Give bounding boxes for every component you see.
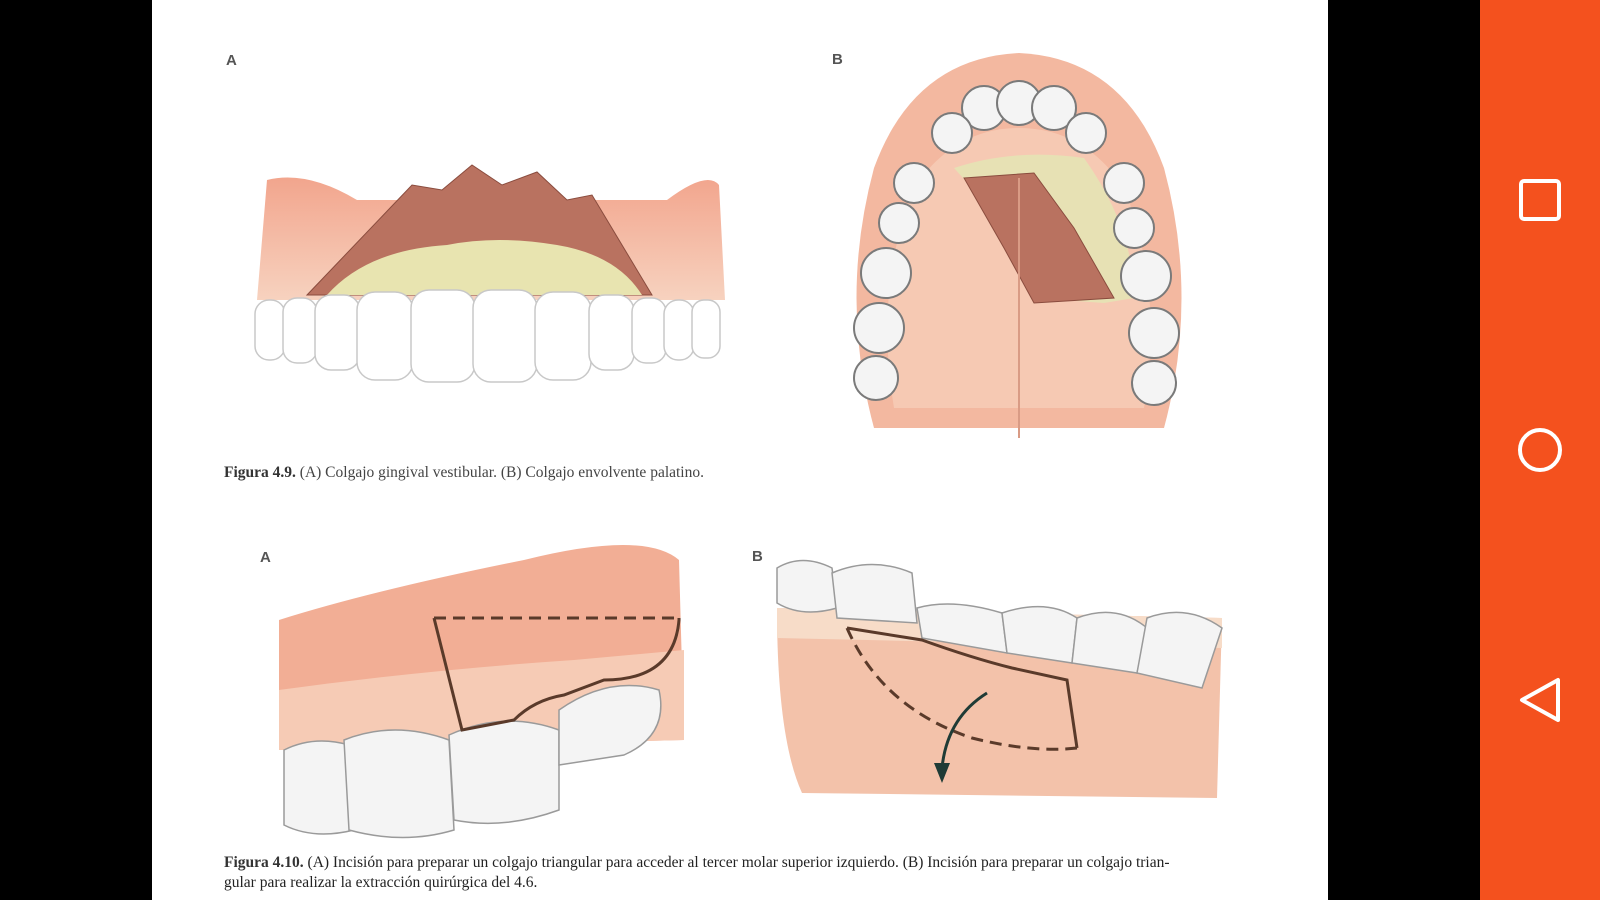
- document-page: A B: [152, 0, 1328, 900]
- triangular-flap-lower-molar-illustration: [776, 559, 1223, 798]
- figure-4-10-caption-label: Figura 4.10.: [224, 854, 304, 871]
- figure-4-9-caption: Figura 4.9. (A) Colgajo gingival vestibu…: [224, 463, 704, 483]
- back-triangle-icon[interactable]: [1510, 670, 1570, 730]
- figure-4-9-caption-text: (A) Colgajo gingival vestibular. (B) Col…: [295, 464, 704, 481]
- home-circle-icon[interactable]: [1510, 420, 1570, 480]
- figure-4-10-caption-line2: gular para realizar la extracción quirúr…: [224, 874, 538, 891]
- palatal-envelope-flap-illustration: [853, 53, 1182, 438]
- vestibular-flap-illustration: [254, 164, 725, 383]
- figure-4-9-panel-b-label: B: [832, 51, 843, 68]
- triangular-flap-upper-molar-illustration: [279, 545, 684, 839]
- navigation-bar: [1480, 0, 1600, 900]
- figure-4-9-panel-a-label: A: [226, 52, 237, 69]
- figure-4-9-caption-label: Figura 4.9.: [224, 464, 296, 481]
- figure-4-10-caption-text-line1: (A) Incisión para preparar un colgajo tr…: [303, 854, 1170, 871]
- figure-4-10-caption-line1: Figura 4.10. (A) Incisión para preparar …: [224, 853, 1264, 873]
- figure-4-10-caption: Figura 4.10. (A) Incisión para preparar …: [224, 853, 1264, 893]
- recents-square-icon[interactable]: [1510, 170, 1570, 230]
- figure-4-10-panel-b-label: B: [752, 548, 763, 565]
- figure-4-10-panel-a-label: A: [260, 549, 271, 566]
